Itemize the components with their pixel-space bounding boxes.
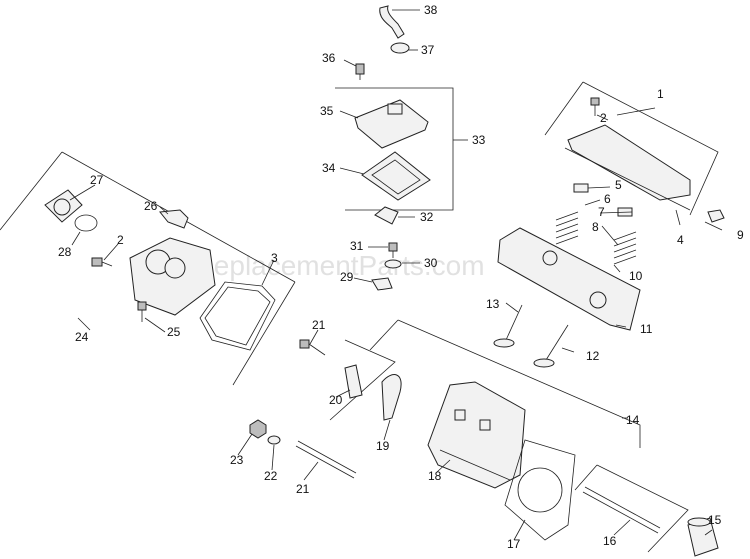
callout-25: 25 (167, 325, 181, 339)
nut-23-part (249, 419, 267, 439)
callout-34: 34 (322, 161, 336, 175)
head-gasket-part (504, 439, 576, 541)
fitting-29-part (371, 277, 393, 291)
screw-25-part (137, 301, 147, 322)
bracket-18-part (381, 374, 402, 421)
callout-4: 9 (737, 228, 744, 242)
callout-27: 27 (90, 173, 104, 187)
breather-plate-part (361, 151, 431, 201)
push-rod-part (582, 486, 661, 534)
rocker-head-part (497, 227, 641, 331)
callout-2-left: 2 (117, 233, 124, 247)
breather-cover-part (354, 99, 429, 149)
bolt-20-part (299, 339, 326, 356)
callout-6: 6 (604, 192, 611, 206)
group-bracket-push-rod (574, 464, 689, 553)
leader-lines (69, 9, 723, 541)
callout-24: 24 (75, 330, 89, 344)
screw-36-part (355, 63, 365, 80)
screw-31-part (388, 242, 398, 258)
fitting-26-part (159, 209, 189, 229)
callout-36: 36 (322, 51, 336, 65)
callout-9: 10 (629, 269, 643, 283)
callout-21: 21 (296, 482, 310, 496)
callout-18: 19 (376, 439, 390, 453)
callout-7: 7 (598, 205, 605, 219)
callout-26: 26 (144, 199, 158, 213)
callout-28: 28 (58, 245, 72, 259)
valve-12-part (493, 304, 523, 348)
callout-17: 18 (428, 469, 442, 483)
callout-31: 31 (350, 239, 364, 253)
screw-2-right-part (590, 97, 600, 116)
breather-block-32-part (374, 206, 399, 225)
callout-19: 20 (329, 393, 343, 407)
sleeve-19-part (344, 364, 363, 399)
callout-32: 32 (420, 210, 434, 224)
watermark-text: eReplacementParts.com (178, 250, 485, 281)
callout-29: 29 (340, 270, 354, 284)
o-ring-28-part (74, 214, 98, 232)
rocker-cover-part (564, 124, 691, 211)
seal-3-right-part (675, 209, 681, 226)
tappet-part (687, 517, 719, 557)
screw-2-left-part (91, 257, 113, 267)
callout-30: 30 (424, 256, 438, 270)
breather-tube-part (379, 5, 405, 39)
callout-33: 33 (472, 133, 486, 147)
stud-21-part (295, 440, 357, 479)
valve-11-part (533, 324, 569, 368)
callout-5: 5 (615, 178, 622, 192)
group-bracket-rocker-cover (544, 81, 719, 216)
callout-3-left: 3 (271, 251, 278, 265)
callout-38: 38 (424, 3, 438, 17)
valve-cover-housing-part (129, 237, 216, 316)
hose-clamp-part (390, 42, 410, 54)
callout-labels: 38 37 36 35 34 33 32 31 30 29 27 28 26 2… (58, 3, 744, 551)
callout-23: 23 (230, 453, 244, 467)
callout-16: 17 (507, 537, 521, 551)
cap-27-part (44, 189, 83, 223)
group-bracket-breather (335, 87, 468, 211)
callout-14: 15 (708, 513, 722, 527)
callout-12: 13 (486, 297, 500, 311)
callout-37: 37 (421, 43, 435, 57)
washer-30-part (384, 259, 402, 269)
cylinder-head-part (427, 381, 526, 489)
callout-11: 12 (586, 349, 600, 363)
callout-3-right: 4 (677, 233, 684, 247)
callout-22: 22 (264, 469, 278, 483)
callout-35: 35 (320, 104, 334, 118)
washer-22-part (267, 435, 281, 445)
callout-15: 16 (603, 534, 617, 548)
callout-20: 21 (312, 318, 326, 332)
callout-8: 8 (592, 220, 599, 234)
callout-10: 11 (640, 322, 653, 336)
callout-13: 14 (626, 413, 640, 427)
valve-spring-left-part (555, 183, 589, 245)
callout-1: 1 (657, 87, 664, 101)
valve-spring-right-part (613, 207, 637, 265)
gasket-3-left-part (199, 281, 276, 351)
group-bracket-cylinder-head (369, 319, 641, 448)
pin-4-part (707, 209, 725, 223)
callout-2-right: 2 (600, 111, 607, 125)
group-bracket-breather-block (329, 339, 396, 421)
